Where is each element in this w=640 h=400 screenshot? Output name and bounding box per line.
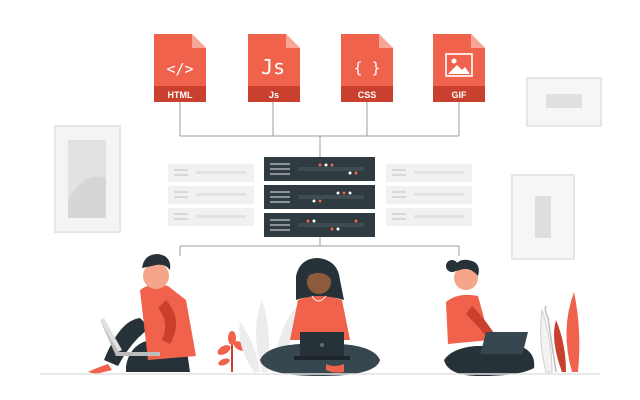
file-icon-html: </> HTML — [154, 34, 206, 102]
css-label: CSS — [358, 90, 377, 100]
picture-frame-left — [54, 125, 121, 233]
picture-frame-right — [511, 174, 575, 260]
js-symbol: Js — [261, 55, 285, 79]
server-rack-main — [264, 157, 375, 237]
laptop-right — [472, 332, 528, 358]
html-label: HTML — [168, 90, 193, 100]
css-symbol: { } — [353, 59, 380, 77]
picture-frame-top-right — [526, 77, 602, 127]
person-right — [444, 259, 535, 376]
server-rack-right — [386, 164, 472, 226]
person-left — [88, 254, 196, 374]
laptop-left — [100, 318, 160, 356]
plant-right — [540, 292, 580, 373]
file-icon-css: { } CSS — [341, 34, 393, 102]
file-icon-js: Js Js — [248, 34, 300, 102]
laptop-center — [294, 332, 350, 360]
gif-label: GIF — [452, 90, 468, 100]
person-center — [260, 258, 380, 376]
server-rack-left — [168, 164, 254, 226]
js-label: Js — [269, 90, 279, 100]
image-icon — [445, 53, 473, 77]
file-icon-gif: GIF — [433, 34, 485, 102]
connector-lines — [179, 100, 460, 256]
html-symbol: </> — [166, 60, 193, 78]
